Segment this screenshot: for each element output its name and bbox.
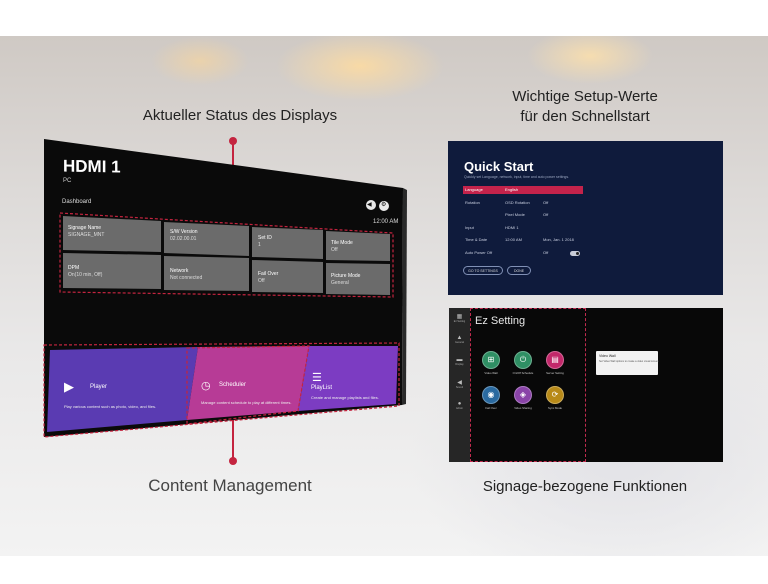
tile-value: Off bbox=[331, 247, 338, 253]
tile-fail-over[interactable]: Fail Over Off bbox=[258, 271, 278, 285]
go-to-settings-button[interactable]: GO TO SETTINGS bbox=[463, 266, 503, 275]
video-sharing-icon[interactable]: ◈ bbox=[514, 386, 532, 404]
ez-item-label: Server Setting bbox=[546, 371, 564, 375]
tile-label: Tile Mode bbox=[331, 240, 353, 246]
content-playlist-desc: Create and manage playlists and files. bbox=[311, 395, 379, 400]
display-icon: ▬ bbox=[456, 357, 463, 363]
done-button[interactable]: DONE bbox=[507, 266, 531, 275]
tile-label: Signage Name bbox=[68, 225, 102, 231]
tile-sw-version[interactable]: S/W Version 02.02.00.01 bbox=[170, 229, 198, 243]
schedule-icon[interactable]: ⏻ bbox=[514, 351, 532, 369]
sidebar-item-ez-setting[interactable]: ▦Ez Setting bbox=[453, 314, 466, 323]
auto-power-off-toggle[interactable] bbox=[570, 251, 580, 256]
clock: 12:00 AM bbox=[373, 219, 399, 225]
tile-value: On(10 min, Off) bbox=[68, 272, 103, 278]
ez-item-label: Video Sharing bbox=[514, 406, 532, 410]
failover-icon[interactable]: ◉ bbox=[482, 386, 500, 404]
sidebar-item-admin[interactable]: ●Admin bbox=[455, 401, 464, 410]
tile-tile-mode[interactable]: Tile Mode Off bbox=[331, 240, 353, 254]
tile-label: S/W Version bbox=[170, 229, 198, 235]
tile-label: Network bbox=[170, 268, 189, 274]
ez-item-label: Video Wall bbox=[484, 371, 498, 375]
tile-network[interactable]: Network Not connected bbox=[170, 268, 202, 282]
ez-icon: ▦ bbox=[456, 314, 463, 320]
content-playlist-label[interactable]: PlayList bbox=[311, 385, 333, 391]
connector-dot-bottom bbox=[229, 457, 237, 465]
ez-item-label: Sync Mode bbox=[548, 406, 562, 410]
connector-line-bottom bbox=[232, 420, 234, 460]
video-wall-icon[interactable]: ⊞ bbox=[482, 351, 500, 369]
content-player-desc: Play various content such as photo, vide… bbox=[64, 404, 157, 409]
caption-setup-line1: Wichtige Setup-Werte bbox=[512, 88, 658, 105]
ez-setting-highlight bbox=[470, 308, 586, 462]
tile-signage-name[interactable]: Signage Name SIGNAGE_MNT bbox=[68, 225, 104, 239]
ez-item-label: Fail Over bbox=[485, 406, 497, 410]
tile-value: 02.02.00.01 bbox=[170, 236, 197, 242]
server-icon[interactable]: ▤ bbox=[546, 351, 564, 369]
admin-icon: ● bbox=[457, 401, 462, 407]
caption-setup-values: Wichtige Setup-Werte für den Schnellstar… bbox=[480, 87, 690, 127]
tile-label: DPM bbox=[68, 265, 80, 271]
tile-value: Off bbox=[258, 278, 265, 284]
caption-setup-line2: für den Schnellstart bbox=[520, 108, 650, 125]
tile-set-id[interactable]: Set ID 1 bbox=[258, 235, 272, 249]
tile-value: 1 bbox=[258, 242, 261, 248]
back-icon[interactable]: ◀ bbox=[367, 202, 372, 208]
content-player-label[interactable]: Player bbox=[90, 384, 108, 390]
caption-display-status: Aktueller Status des Displays bbox=[142, 107, 338, 124]
dashboard-label: Dashboard bbox=[62, 199, 92, 205]
tile-value: SIGNAGE_MNT bbox=[68, 232, 105, 238]
sidebar-item-sound[interactable]: ◀Sound bbox=[455, 380, 464, 389]
tile-picture-mode[interactable]: Picture Mode General bbox=[331, 273, 360, 287]
ez-item-label: On/Off Schedule bbox=[512, 371, 534, 375]
input-title: HDMI 1 bbox=[63, 156, 121, 177]
tile-value: Not connected bbox=[170, 275, 203, 281]
sidebar-item-display[interactable]: ▬Display bbox=[455, 357, 464, 366]
tooltip-description: Set Video Wall options to create a video… bbox=[599, 360, 660, 363]
tile-label: Set ID bbox=[258, 235, 272, 241]
content-scheduler-desc: Manage content schedule to play at diffe… bbox=[201, 400, 292, 405]
tile-value: General bbox=[331, 280, 349, 286]
tile-label: Fail Over bbox=[258, 271, 279, 277]
player-icon: ▶ bbox=[64, 379, 74, 394]
settings-icon[interactable]: ⚙ bbox=[381, 202, 387, 208]
content-scheduler-label[interactable]: Scheduler bbox=[219, 382, 247, 388]
playlist-icon: ☰ bbox=[312, 372, 322, 384]
general-icon: ▲ bbox=[456, 335, 463, 341]
quick-start-title: Quick Start bbox=[464, 159, 534, 174]
input-subtitle: PC bbox=[63, 178, 72, 184]
caption-content-management: Content Management bbox=[148, 476, 312, 495]
quick-start-screen: Quick Start Quickly set Language, networ… bbox=[448, 141, 723, 295]
sound-icon: ◀ bbox=[457, 380, 462, 386]
tile-dpm[interactable]: DPM On(10 min, Off) bbox=[68, 265, 102, 279]
tile-label: Picture Mode bbox=[331, 273, 361, 279]
tooltip-title: Video Wall bbox=[599, 354, 616, 358]
tooltip: Video Wall Set Video Wall options to cre… bbox=[596, 351, 660, 375]
scheduler-icon: ◷ bbox=[201, 380, 211, 392]
settings-sidebar: ▦Ez Setting ▲General ▬Display ◀Sound ●Ad… bbox=[449, 308, 470, 462]
sidebar-item-general[interactable]: ▲General bbox=[455, 335, 464, 344]
caption-signage-functions: Signage-bezogene Funktionen bbox=[482, 478, 688, 495]
sync-icon[interactable]: ⟳ bbox=[546, 386, 564, 404]
quick-start-description: Quickly set Language, network, input, ti… bbox=[464, 175, 570, 179]
ez-setting-screen: ▦Ez Setting ▲General ▬Display ◀Sound ●Ad… bbox=[449, 308, 723, 462]
ez-setting-title: Ez Setting bbox=[475, 315, 526, 327]
